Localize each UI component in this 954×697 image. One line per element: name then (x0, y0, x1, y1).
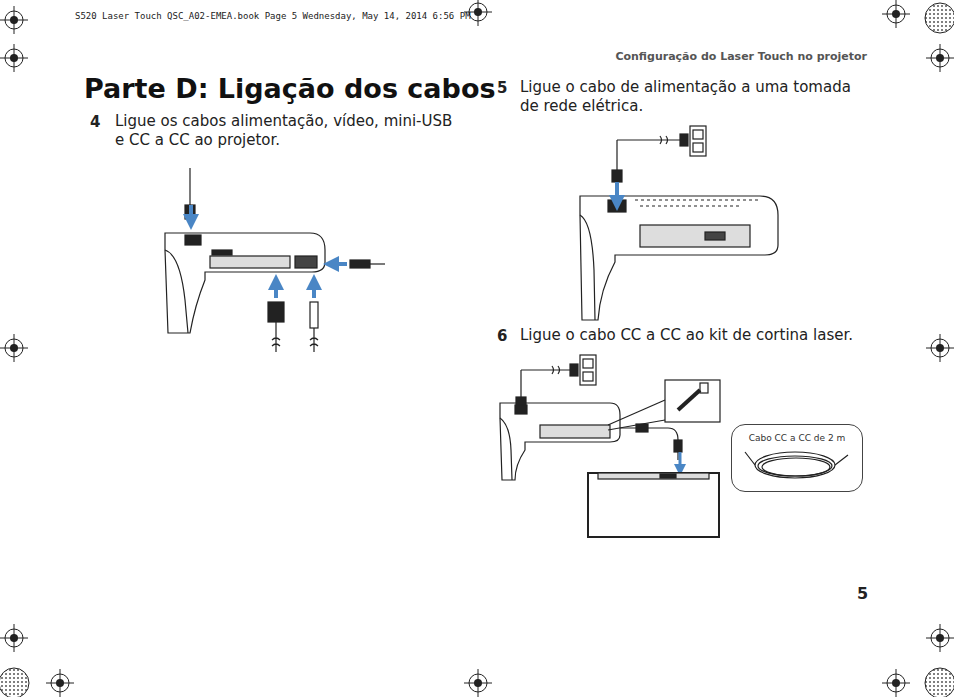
callout-text: Cabo CC a CC de 2 m (732, 425, 862, 443)
step-text: Ligue o cabo de alimentação a uma tomada… (520, 78, 868, 116)
running-header: Configuração do Laser Touch no projetor (615, 50, 867, 64)
step-number: 5 (497, 79, 507, 98)
step-number: 4 (90, 113, 100, 132)
step-number: 6 (497, 327, 507, 346)
page-number: 5 (857, 584, 868, 604)
step-text: Ligue o cabo CC a CC ao kit de cortina l… (520, 326, 868, 345)
page-title: Parte D: Ligação dos cabos (84, 72, 496, 106)
step-text: Ligue os cabos alimentação, vídeo, mini-… (115, 112, 463, 150)
callout-box: Cabo CC a CC de 2 m (731, 424, 863, 492)
crop-info: S520 Laser Touch QSC_A02-EMEA.book Page … (75, 11, 471, 22)
